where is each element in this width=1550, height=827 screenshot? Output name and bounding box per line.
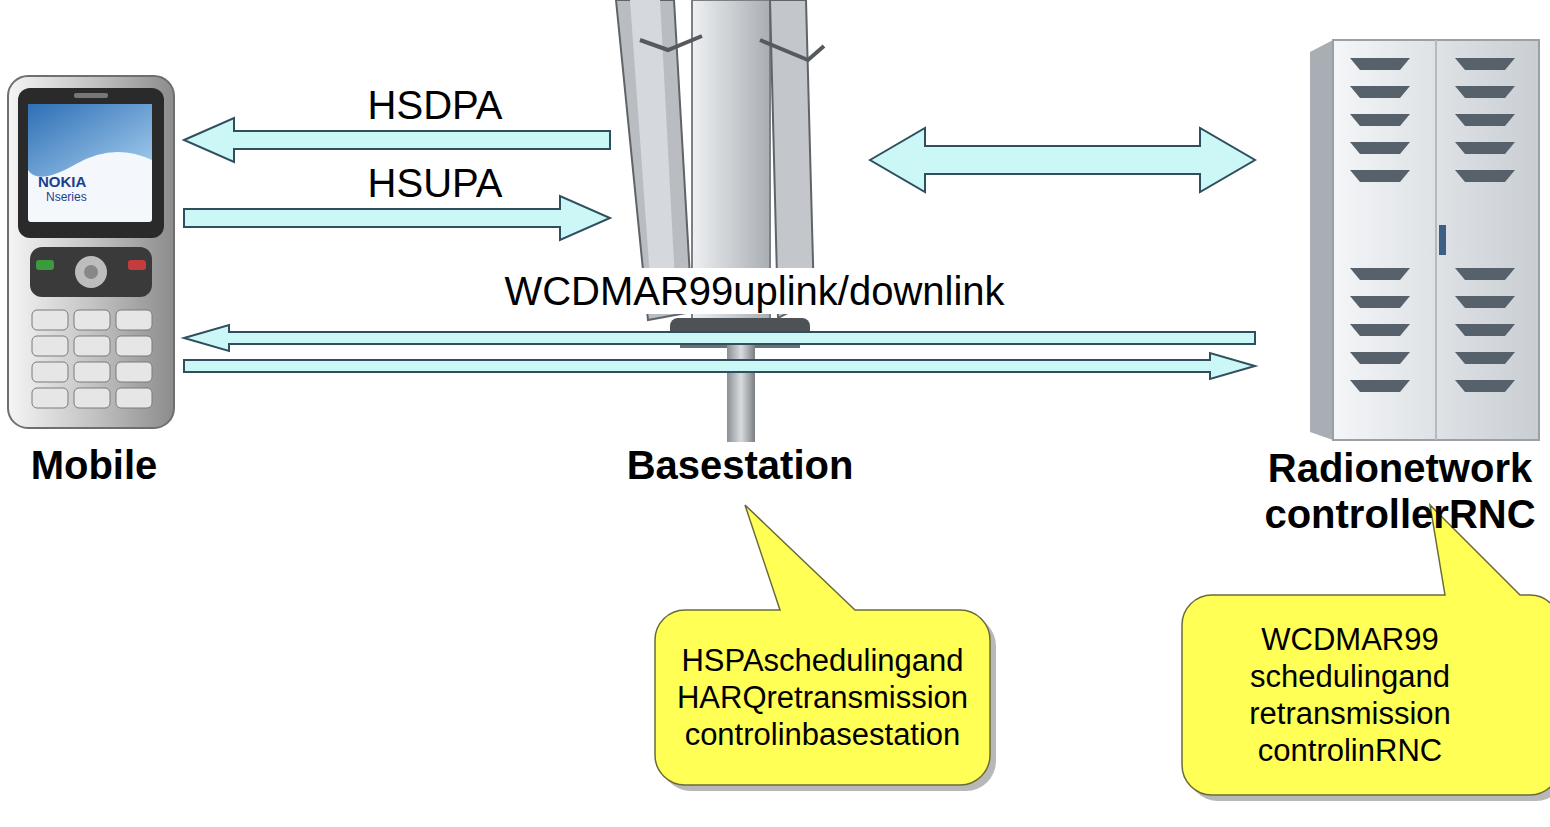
arrow-label: HSDPA xyxy=(364,82,507,128)
node-label: Radionetwork controllerRNC xyxy=(1255,445,1545,537)
callout-text: WCDMAR99 schedulingand retransmission co… xyxy=(1200,621,1500,770)
node-label: Basestation xyxy=(610,442,870,488)
flow-arrow xyxy=(184,325,1255,351)
flow-arrow xyxy=(870,128,1255,192)
mobile-node: Mobile xyxy=(4,72,184,488)
logo-text: Nseries xyxy=(46,191,87,203)
flow-arrow xyxy=(184,353,1255,379)
rnc-node: Radionetwork controllerRNC xyxy=(1255,40,1545,537)
cabinet-illustration xyxy=(1255,40,1545,445)
callout-shadow xyxy=(661,511,996,791)
callout-fill xyxy=(1182,505,1550,795)
phone-illustration xyxy=(4,72,184,432)
callout-bubble: WCDMAR99 schedulingand retransmission co… xyxy=(1175,500,1550,800)
logo-text: NOKIA xyxy=(38,174,86,189)
arrow-label: WCDMAR99uplink/downlink xyxy=(500,268,1008,314)
callout-fill xyxy=(655,505,990,785)
callout-text: HSPAschedulingand HARQretransmission con… xyxy=(660,642,985,754)
node-label: Mobile xyxy=(4,442,184,488)
arrow-label: HSUPA xyxy=(364,160,507,206)
callout-bubble: HSPAschedulingand HARQretransmission con… xyxy=(650,500,995,790)
basestation-node: Basestation xyxy=(610,0,870,488)
antenna-illustration xyxy=(610,0,870,442)
